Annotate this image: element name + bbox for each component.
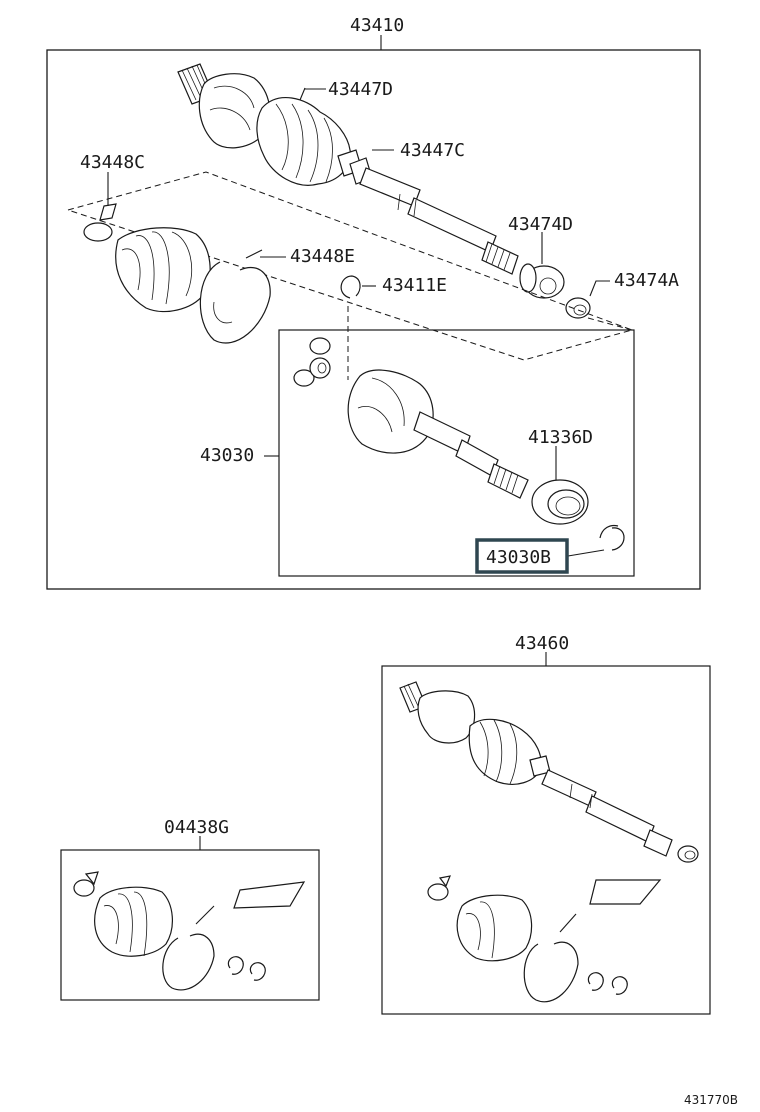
part-43411E[interactable] — [340, 275, 361, 299]
part-43474D[interactable] — [519, 263, 565, 299]
label-43474D[interactable]: 43474D — [508, 214, 573, 235]
group-43410: 43410 43447D 43447C — [46, 15, 701, 590]
group-43460: 43460 — [381, 633, 711, 1015]
boot-kit-43460[interactable] — [427, 875, 662, 1003]
label-43411E[interactable]: 43411E — [382, 275, 447, 296]
label-43410[interactable]: 43410 — [350, 15, 404, 36]
boot-kit-04438G[interactable] — [73, 871, 306, 991]
part-41336D[interactable] — [531, 479, 589, 525]
label-43030[interactable]: 43030 — [200, 445, 254, 466]
highlight-box-43030B — [475, 538, 569, 574]
label-43447C[interactable]: 43447C — [400, 140, 465, 161]
group-04438G: 04438G — [60, 817, 320, 1001]
frame-43460 — [381, 665, 711, 1015]
inner-boot[interactable] — [115, 227, 211, 313]
diagram-code: 431770B — [684, 1093, 738, 1107]
part-43030B[interactable] — [599, 524, 625, 551]
label-43030B[interactable]: 43030B — [486, 547, 551, 568]
label-43447D[interactable]: 43447D — [328, 79, 393, 100]
label-04438G[interactable]: 04438G — [164, 817, 229, 838]
label-41336D[interactable]: 41336D — [528, 427, 593, 448]
label-43460[interactable]: 43460 — [515, 633, 569, 654]
part-43448E[interactable] — [199, 249, 271, 344]
frame-04438G — [60, 849, 320, 1001]
outer-joint-shaft[interactable] — [177, 63, 519, 275]
inner-joint-housing[interactable] — [347, 369, 529, 499]
label-43448E[interactable]: 43448E — [290, 246, 355, 267]
ring-43460[interactable] — [677, 845, 699, 863]
label-43474A[interactable]: 43474A — [614, 270, 679, 291]
frame-43030 — [278, 329, 635, 577]
tripod-spider[interactable] — [293, 337, 331, 387]
part-43474A[interactable] — [565, 297, 591, 319]
frame-43410 — [46, 49, 701, 590]
part-43448C[interactable] — [83, 203, 117, 242]
shaft-43460[interactable] — [399, 681, 673, 857]
label-43448C[interactable]: 43448C — [80, 152, 145, 173]
